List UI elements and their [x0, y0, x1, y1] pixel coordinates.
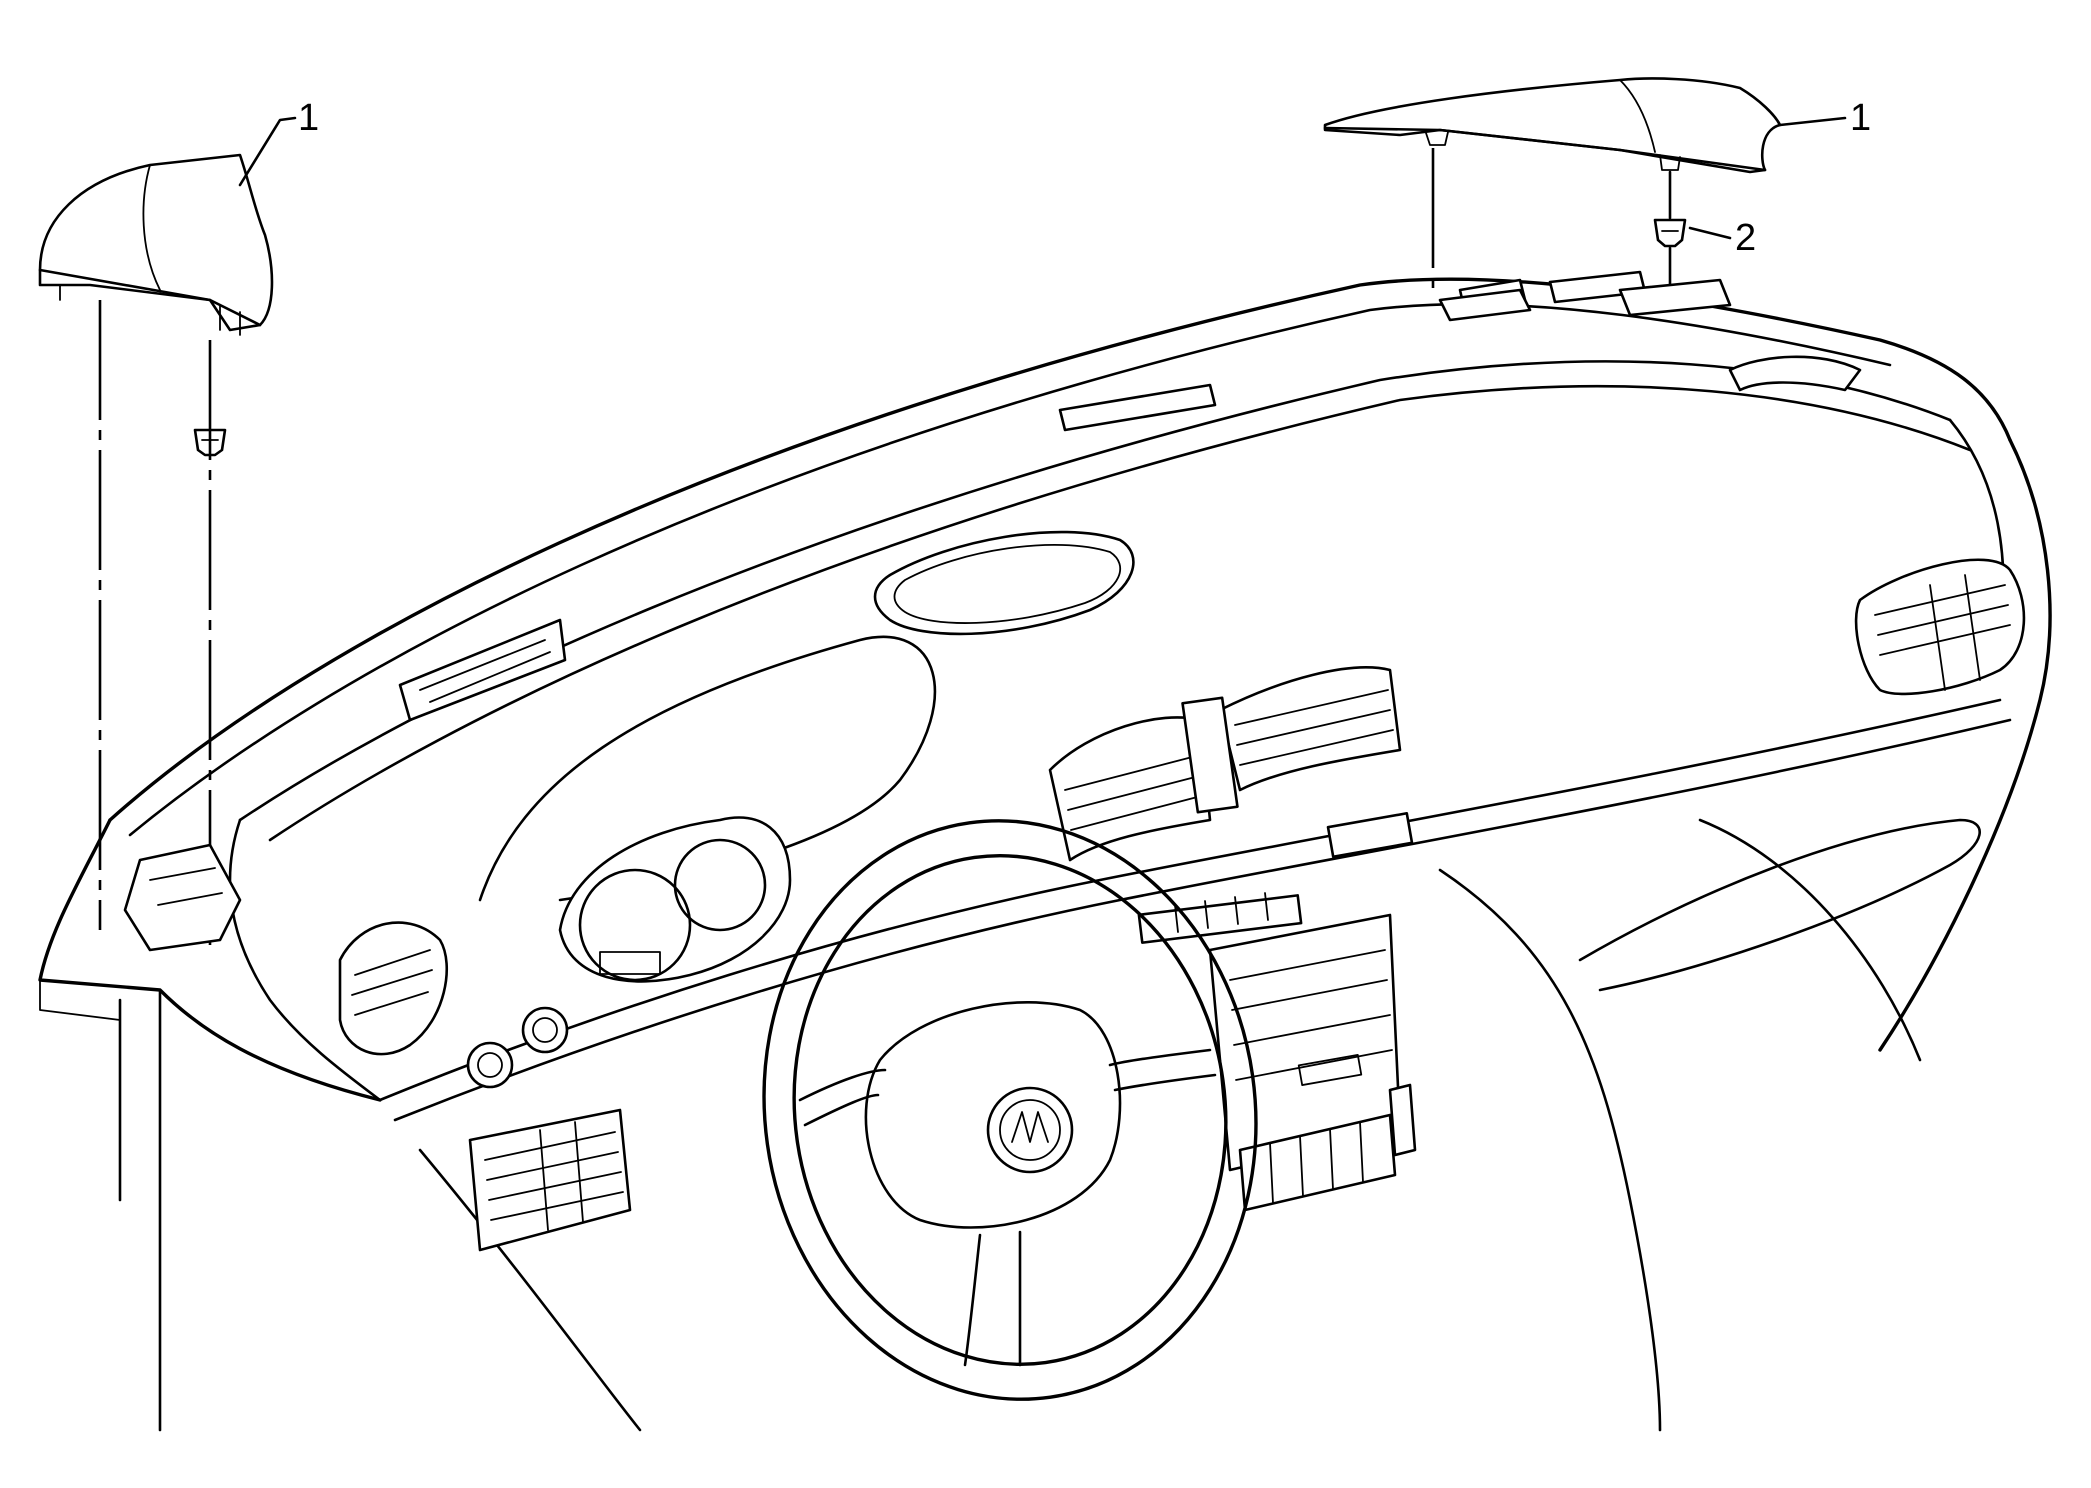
right-clip	[1653, 218, 1687, 248]
callout-label-right-cover: 1	[1850, 97, 1871, 139]
callout-label-right-clip: 2	[1735, 217, 1756, 259]
callout-leader-right-clip	[1688, 226, 1732, 240]
callout-leader-left-cover	[238, 116, 297, 187]
buick-emblem-icon	[986, 1086, 1074, 1174]
steering-wheel	[762, 819, 1258, 1401]
center-button-row	[1137, 892, 1303, 944]
instrument-panel	[38, 270, 2052, 1432]
right-mount-receptacle	[1438, 278, 1732, 322]
callout-label-left-cover: 1	[298, 97, 319, 139]
left-end-cover	[38, 153, 274, 336]
callout-leader-right-cover	[1778, 116, 1847, 127]
left-mount-receptacle	[123, 843, 242, 952]
right-end-cover	[1323, 77, 1782, 174]
